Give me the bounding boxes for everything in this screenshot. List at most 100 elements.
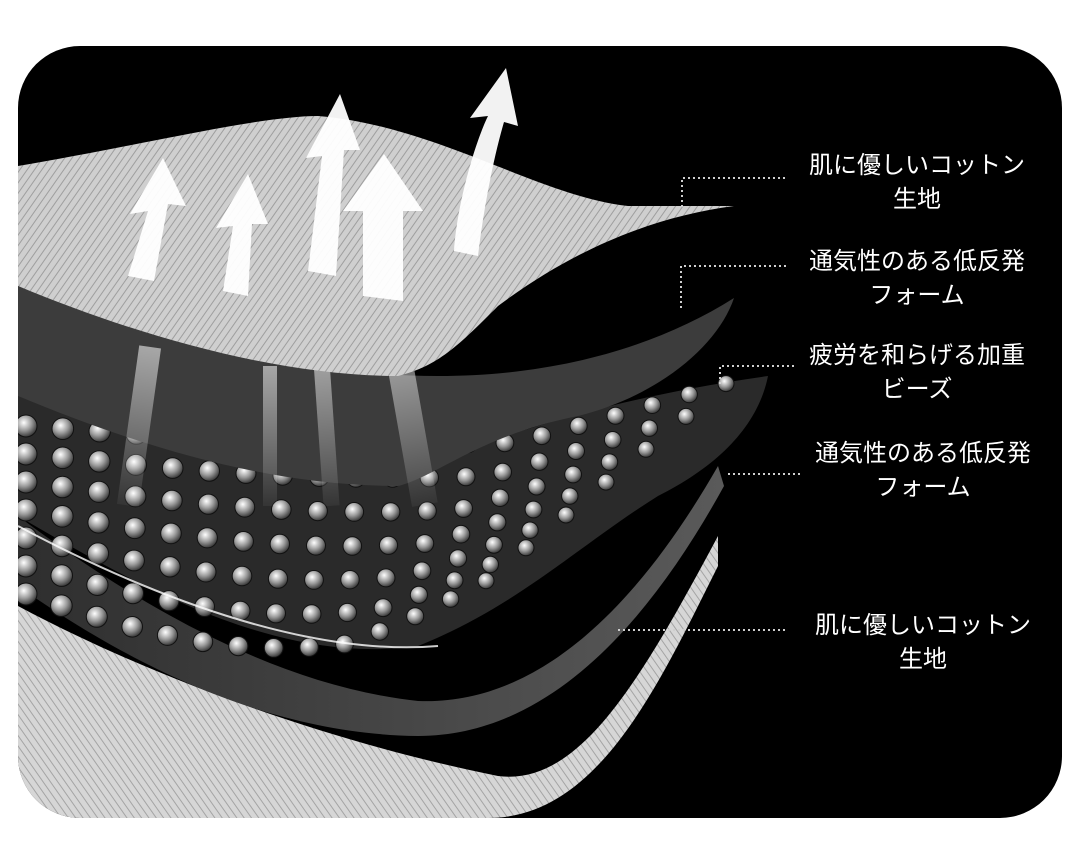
- bead: [50, 594, 73, 618]
- bead: [231, 565, 253, 587]
- label-cotton-bottom: 肌に優しいコットン 生地: [815, 611, 1031, 673]
- bead: [18, 442, 38, 466]
- bead: [717, 375, 735, 393]
- bead: [485, 535, 503, 554]
- bead: [196, 527, 218, 549]
- bead: [228, 636, 249, 657]
- bead: [488, 513, 507, 532]
- bead: [88, 450, 111, 473]
- bead: [521, 521, 539, 539]
- bead: [159, 556, 181, 578]
- bead: [123, 517, 146, 540]
- bead: [342, 536, 363, 556]
- bead: [448, 549, 468, 568]
- label-cotton-top: 肌に優しいコットン 生地: [809, 151, 1025, 213]
- bead: [51, 446, 75, 470]
- airflow-arrow-icon: [216, 174, 268, 296]
- bead: [337, 602, 357, 623]
- bead: [517, 539, 535, 557]
- bead: [307, 501, 328, 522]
- bead: [415, 534, 435, 553]
- bead: [198, 460, 221, 482]
- bead: [161, 489, 183, 512]
- bead: [51, 475, 74, 499]
- bead: [122, 582, 144, 605]
- bead: [524, 500, 543, 519]
- bead: [51, 417, 75, 441]
- bead: [640, 419, 658, 437]
- bead: [306, 535, 326, 556]
- bead: [557, 506, 575, 524]
- bead: [160, 522, 182, 545]
- bead: [85, 605, 108, 628]
- bead: [18, 582, 38, 606]
- airflow-arrow-icon: [306, 94, 360, 276]
- airflow-arrows: [128, 68, 518, 301]
- bead: [263, 638, 284, 658]
- upper-foam-layer: [18, 286, 734, 486]
- bead: [194, 596, 216, 617]
- bead: [370, 622, 389, 641]
- bead: [680, 385, 698, 404]
- bead: [18, 470, 38, 494]
- airflow-arrow-icon: [343, 154, 423, 301]
- bead: [156, 624, 179, 646]
- bead: [18, 414, 38, 438]
- bead: [86, 542, 110, 565]
- bead: [299, 637, 319, 657]
- bead: [50, 564, 74, 587]
- bead: [603, 431, 622, 449]
- bead: [490, 488, 510, 507]
- bead: [269, 533, 290, 555]
- bead: [532, 426, 552, 446]
- bead: [197, 493, 219, 515]
- bead: [527, 477, 546, 496]
- bead: [373, 598, 393, 618]
- bead: [637, 440, 655, 458]
- bead: [381, 502, 401, 522]
- bead: [643, 396, 662, 415]
- bead: [266, 603, 286, 624]
- bead: [445, 571, 464, 590]
- bead: [378, 535, 399, 555]
- airflow-arrow-icon: [454, 68, 518, 256]
- bead: [412, 561, 432, 581]
- bead: [564, 465, 582, 484]
- bead: [234, 496, 256, 518]
- label-weighted-beads: 疲労を和らげる加重 ビーズ: [809, 341, 1025, 403]
- bead: [441, 590, 460, 608]
- lower-foam-layer: [18, 466, 724, 736]
- bead: [233, 531, 254, 552]
- bead: [481, 555, 499, 574]
- label-foam-lower: 通気性のある低反発 フォーム: [815, 439, 1031, 501]
- bottom-cotton-layer: [18, 536, 718, 818]
- bead: [597, 473, 615, 491]
- airflow-arrow-icon: [128, 158, 186, 281]
- bead: [409, 585, 428, 604]
- bead: [451, 524, 471, 544]
- bead: [121, 616, 143, 638]
- bead: [87, 511, 110, 534]
- label-foam-upper: 通気性のある低反発 フォーム: [809, 247, 1025, 309]
- bead: [600, 453, 619, 471]
- bead: [376, 568, 396, 588]
- bead: [161, 457, 184, 479]
- bead: [18, 554, 38, 578]
- bead: [561, 487, 579, 505]
- bead: [51, 505, 74, 528]
- layer-illustration: [18, 68, 800, 818]
- bead: [567, 442, 585, 460]
- bead: [477, 572, 495, 590]
- bead: [456, 467, 476, 487]
- air-shafts: [116, 344, 438, 507]
- bead: [267, 568, 289, 589]
- bead: [195, 561, 217, 583]
- bead: [454, 499, 474, 518]
- bead: [304, 570, 324, 590]
- bead: [123, 549, 145, 572]
- bead: [192, 631, 214, 653]
- bead: [158, 590, 180, 612]
- bead: [406, 607, 425, 626]
- leader-lines: [618, 177, 800, 631]
- bead: [86, 573, 109, 597]
